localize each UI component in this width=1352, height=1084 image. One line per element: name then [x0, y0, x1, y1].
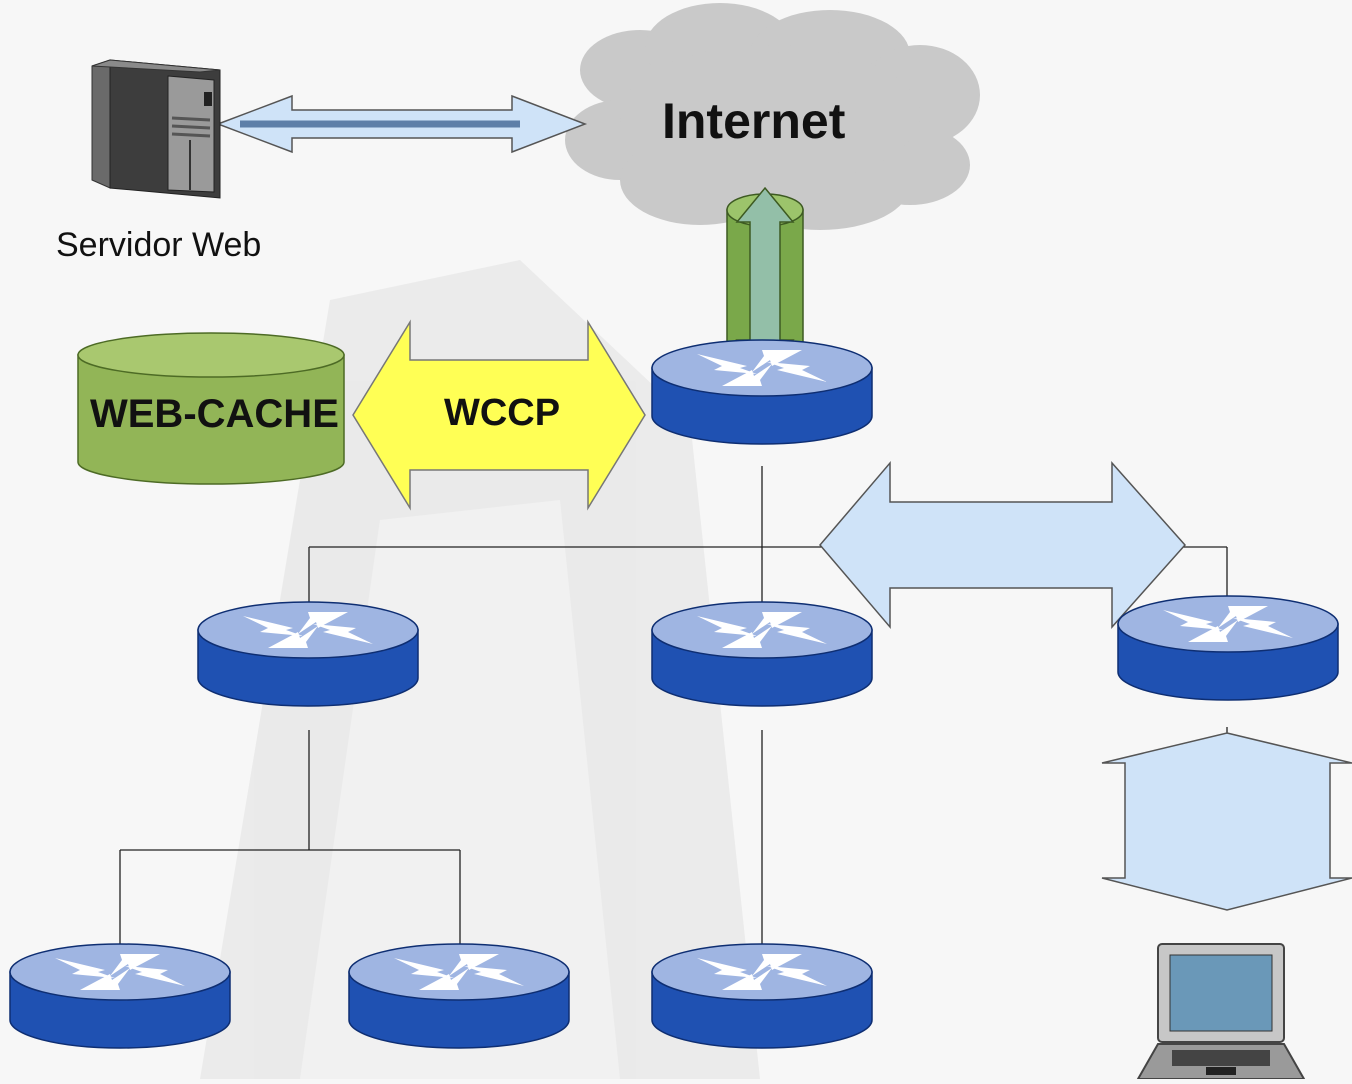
laptop-link-arrow: [1101, 732, 1352, 911]
client-link-arrow: [819, 460, 1187, 630]
internet-uplink-arrow: [726, 186, 804, 372]
wccp-label: WCCP: [444, 392, 561, 434]
router-icon: [9, 943, 231, 1049]
router-icon: [651, 601, 873, 707]
double-arrow-icon: [352, 319, 646, 511]
router-icon: [651, 339, 873, 445]
router-icon: [651, 943, 873, 1049]
laptop-icon: [1136, 943, 1306, 1080]
server-icon: [91, 59, 221, 199]
web-server-label: Servidor Web: [56, 226, 262, 264]
router-icon: [197, 601, 419, 707]
cylinder-icon: [77, 332, 345, 485]
router-icon: [1117, 595, 1339, 701]
internet-label: Internet: [662, 93, 846, 149]
web-cache-label: WEB-CACHE: [90, 392, 339, 436]
router-icon: [348, 943, 570, 1049]
server-internet-link-arrow: [215, 94, 588, 154]
